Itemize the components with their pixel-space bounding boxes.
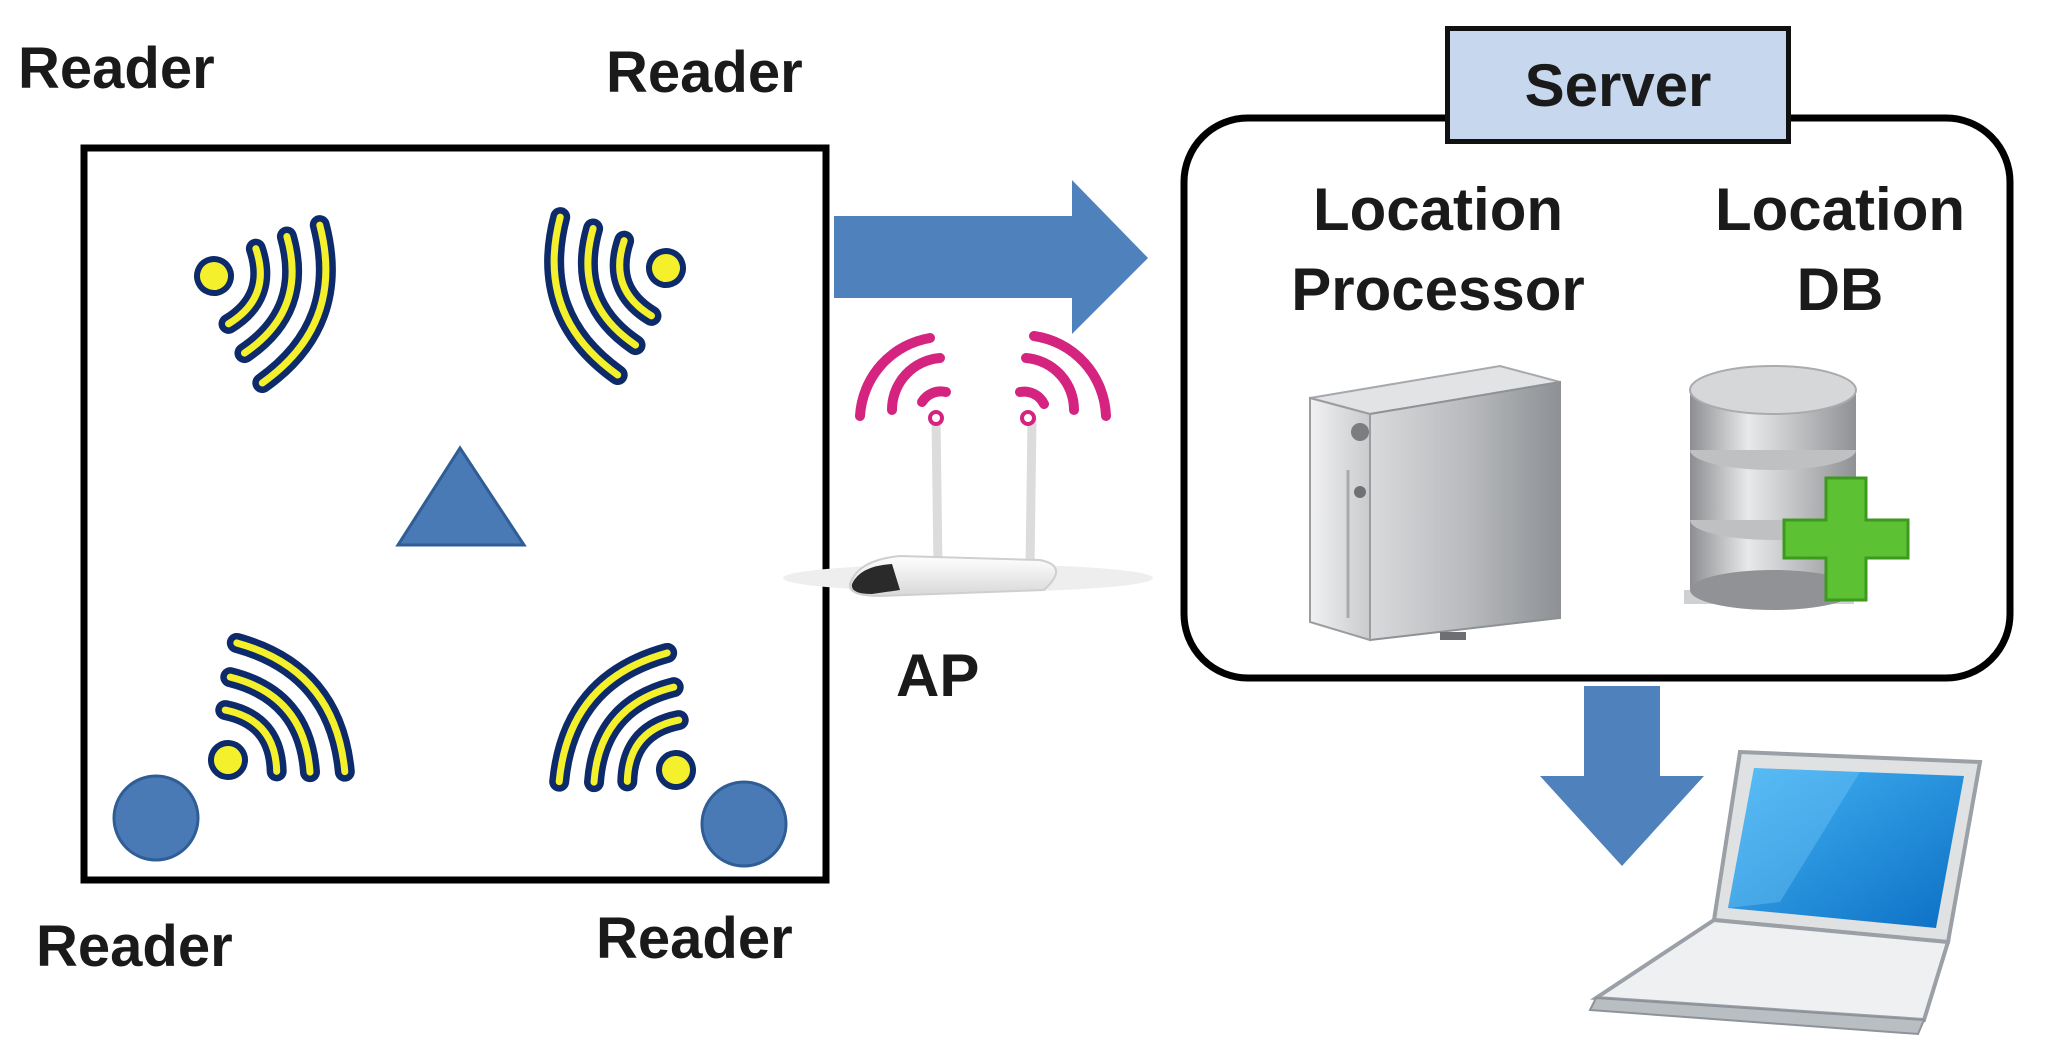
reader-label-top-right: Reader (606, 40, 803, 105)
location-db-label: Location DB (1680, 180, 2000, 320)
database-plus-icon (1684, 365, 1910, 610)
reader-label-top-left: Reader (18, 36, 215, 101)
reader-label-bottom-left: Reader (36, 914, 233, 979)
circle-reader-icon (112, 774, 200, 862)
location-processor-line1: Location (1313, 176, 1563, 243)
laptop-icon (1588, 749, 1983, 1036)
location-processor-label: Location Processor (1268, 180, 1608, 320)
server-title: Server (1445, 26, 1791, 144)
location-processor-line2: Processor (1291, 256, 1585, 323)
arrow-to-server-icon (834, 180, 1148, 334)
wifi-router-icon (783, 331, 1153, 598)
ap-label: AP (896, 642, 980, 709)
circle-reader-icon (700, 780, 788, 868)
location-db-line1: Location (1715, 176, 1965, 243)
arrow-to-client-icon (1540, 686, 1704, 866)
triangle-tag-icon (395, 445, 527, 547)
server-tower-icon (1309, 364, 1561, 642)
location-db-line2: DB (1796, 256, 1884, 323)
reader-label-bottom-right: Reader (596, 906, 793, 971)
